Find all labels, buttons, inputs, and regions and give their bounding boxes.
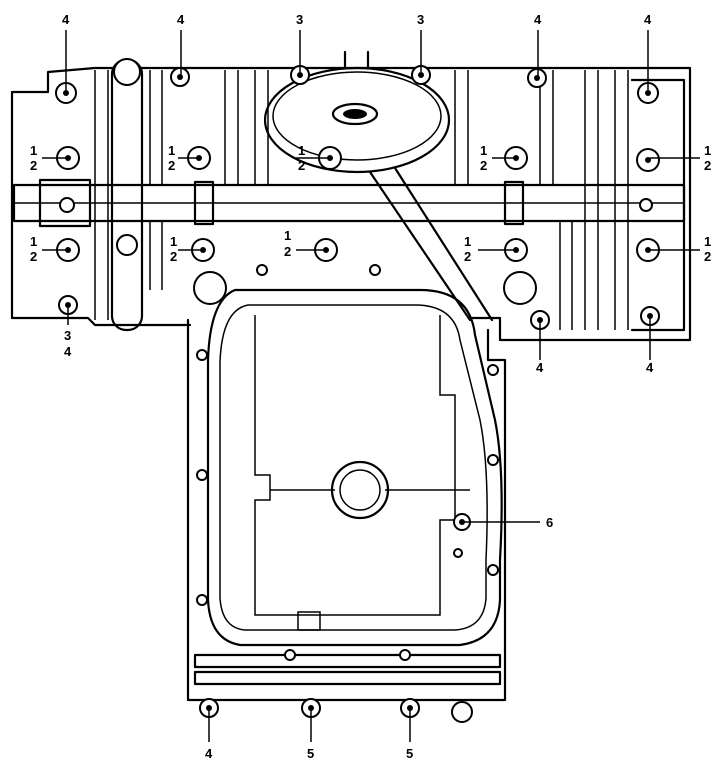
callout-top-3: 3 [296, 12, 303, 27]
oil-pan [186, 288, 507, 702]
callout-pair-b-top: 1 [168, 143, 175, 158]
callout-pair-e-bot: 2 [704, 158, 711, 173]
callout-top-1: 4 [62, 12, 70, 27]
callout-pair-f-bot: 2 [30, 249, 37, 264]
callout-top-6: 4 [644, 12, 652, 27]
callout-side-6: 6 [546, 515, 553, 530]
callout-pair-h-top: 1 [284, 228, 291, 243]
callout-pair-d-top: 1 [480, 143, 487, 158]
callout-pair-h-bot: 2 [284, 244, 291, 259]
callout-top-4: 3 [417, 12, 424, 27]
callout-right-lower-1: 4 [536, 360, 544, 375]
cooling-fins [94, 70, 629, 330]
callout-top-5: 4 [534, 12, 542, 27]
callout-left-lower-bot: 4 [64, 344, 72, 359]
callout-pair-i-bot: 2 [464, 249, 471, 264]
callout-pair-g-bot: 2 [170, 249, 177, 264]
callout-pair-a-top: 1 [30, 143, 37, 158]
callout-labels: 4 4 3 3 4 4 1 2 1 2 1 2 1 2 1 2 1 2 1 2 … [30, 12, 711, 761]
callout-top-2: 4 [177, 12, 185, 27]
callout-pair-b-bot: 2 [168, 158, 175, 173]
callout-bottom-2: 5 [307, 746, 314, 761]
callout-pair-j-top: 1 [704, 234, 711, 249]
callout-pair-c-top: 1 [298, 143, 305, 158]
leader-lines [42, 30, 700, 742]
callout-pair-g-top: 1 [170, 234, 177, 249]
callout-pair-c-bot: 2 [298, 158, 305, 173]
callout-bottom-1: 4 [205, 746, 213, 761]
callout-pair-f-top: 1 [30, 234, 37, 249]
oil-filter-housing [263, 50, 494, 322]
callout-pair-e-top: 1 [704, 143, 711, 158]
callout-pair-a-bot: 2 [30, 158, 37, 173]
callout-left-lower-top: 3 [64, 328, 71, 343]
bolt-holes [55, 65, 660, 723]
crankcase-upper-body [10, 58, 692, 342]
callout-pair-j-bot: 2 [704, 249, 711, 264]
callout-pair-i-top: 1 [464, 234, 471, 249]
callout-bottom-3: 5 [406, 746, 413, 761]
callout-right-lower-2: 4 [646, 360, 654, 375]
callout-pair-d-bot: 2 [480, 158, 487, 173]
